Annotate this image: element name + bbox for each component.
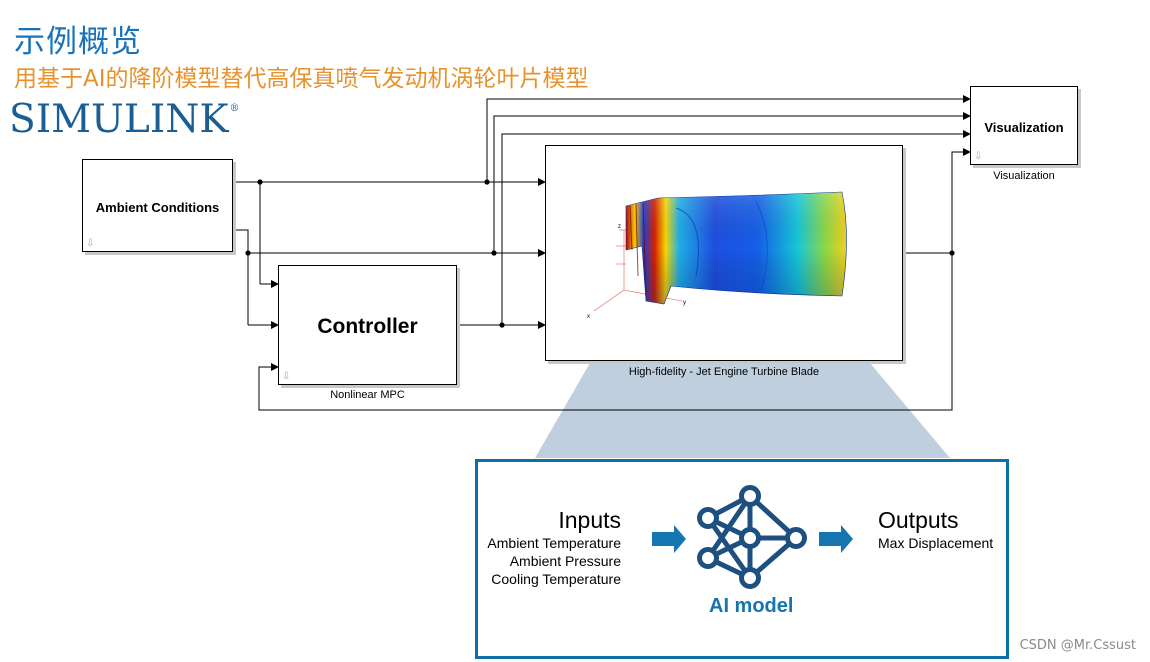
visualization-label: Visualization xyxy=(984,120,1064,135)
right-arrow-icon xyxy=(652,525,686,553)
ai-model-label: AI model xyxy=(709,595,794,617)
simulink-logo: SIMULINK® xyxy=(9,97,240,142)
ai-model-panel: Inputs Ambient Temperature Ambient Press… xyxy=(475,459,1009,659)
input-item: Cooling Temperature xyxy=(491,571,621,587)
slide-subtitle: 用基于AI的降阶模型替代高保真喷气发动机涡轮叶片模型 xyxy=(14,66,589,92)
controller-label: Controller xyxy=(317,315,418,338)
neural-network-nodes xyxy=(697,485,807,589)
ambient-conditions-label: Ambient Conditions xyxy=(95,200,220,215)
inputs-title: Inputs xyxy=(558,507,621,533)
visualization-caption: Visualization xyxy=(993,170,1055,182)
turbine-blade-plot: z x y xyxy=(587,191,847,320)
visualization-block[interactable]: Visualization ⇩ xyxy=(970,86,1078,165)
controller-caption: Nonlinear MPC xyxy=(330,389,405,401)
turbine-blade-caption: High-fidelity - Jet Engine Turbine Blade xyxy=(628,366,820,378)
logo-registered-mark: ® xyxy=(229,103,240,114)
logo-text: SIMULINK xyxy=(9,97,229,142)
input-item: Ambient Temperature xyxy=(487,535,621,551)
turbine-blade-block[interactable]: z x y xyxy=(545,145,903,361)
down-arrow-icon: ⇩ xyxy=(86,238,95,249)
z-axis-label: z xyxy=(618,224,621,230)
x-axis-label: x xyxy=(587,314,590,320)
outputs-title: Outputs xyxy=(878,507,959,533)
down-arrow-icon: ⇩ xyxy=(974,151,983,162)
input-item: Ambient Pressure xyxy=(509,553,621,569)
right-arrow-icon xyxy=(819,525,853,553)
output-item: Max Displacement xyxy=(878,535,994,551)
controller-block[interactable]: Controller ⇩ xyxy=(278,265,457,385)
ambient-conditions-block[interactable]: Ambient Conditions ⇩ xyxy=(82,159,233,252)
watermark: CSDN @Mr.Cssust xyxy=(1019,638,1136,653)
down-arrow-icon: ⇩ xyxy=(282,371,291,382)
slide-title: 示例概览 xyxy=(14,24,142,60)
y-axis-label: y xyxy=(683,300,686,306)
ai-model-graphic xyxy=(652,485,853,589)
